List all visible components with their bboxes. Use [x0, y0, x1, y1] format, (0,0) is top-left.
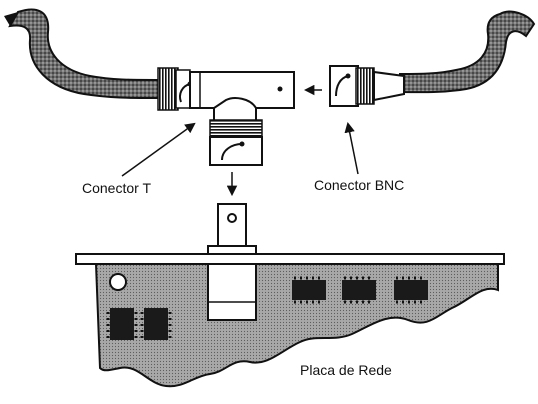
- bnc-connector: [329, 65, 405, 107]
- t-connector: [157, 67, 295, 166]
- bnc-connector-nut: [355, 67, 375, 105]
- t-connector-bottom-nut: [209, 119, 263, 139]
- t-connector-left-nut: [157, 67, 179, 111]
- label-t-connector: Conector T: [82, 180, 151, 196]
- pointer-t-connector: [121, 122, 196, 177]
- chip: [342, 276, 376, 304]
- t-connector-pin-hole: [277, 86, 283, 92]
- label-network-card: Placa de Rede: [300, 362, 392, 378]
- chip: [140, 308, 172, 340]
- chip: [292, 276, 326, 304]
- left-cable: [8, 8, 161, 100]
- right-cable: [399, 10, 536, 94]
- card-bracket: [75, 253, 505, 265]
- card-chips: [106, 276, 428, 340]
- chip: [394, 276, 428, 304]
- chip: [106, 308, 138, 340]
- pointer-bnc-connector: [344, 121, 359, 175]
- left-cable-end: [4, 12, 18, 26]
- label-bnc-connector: Conector BNC: [314, 177, 404, 193]
- card-mounting-hole: [109, 273, 127, 291]
